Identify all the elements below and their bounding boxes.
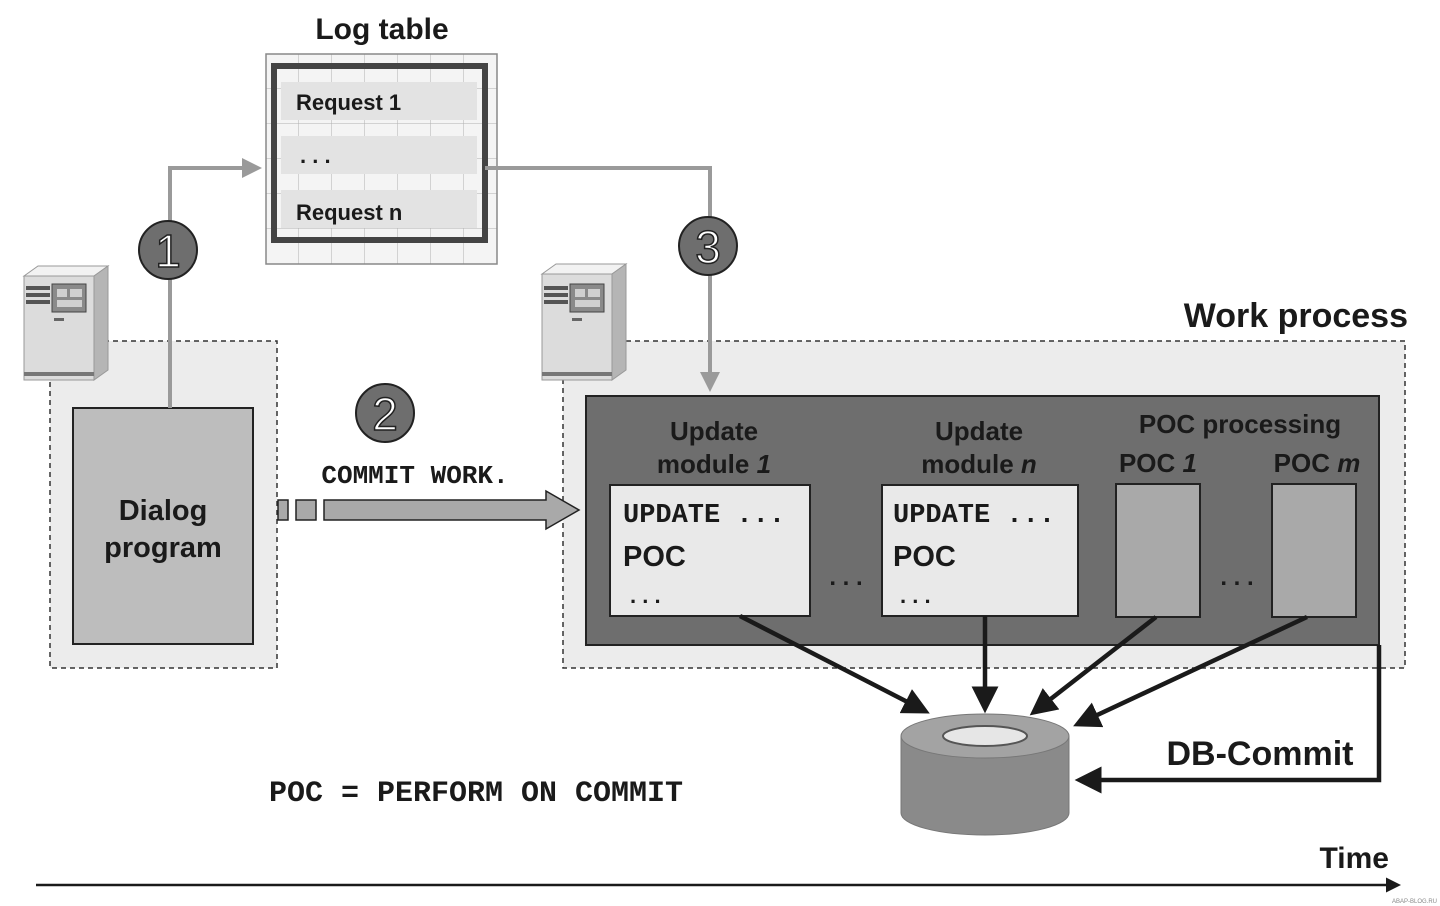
step-3-connector <box>485 166 720 392</box>
log-table-row-2-label: . . . <box>300 143 331 168</box>
db-arrow-module-1 <box>738 613 930 714</box>
log-table-row-3 <box>281 190 477 228</box>
commit-arrow <box>323 489 581 531</box>
update-module-n-code-3: . . . <box>900 583 931 608</box>
log-table-frame <box>271 63 488 243</box>
update-module-n-label: Update <box>935 416 1023 446</box>
watermark: ABAP-BLOG.RU <box>1392 899 1437 905</box>
log-table-row-3-label: Request n <box>296 200 402 225</box>
time-label: Time <box>1320 842 1389 875</box>
dialog-program-label-2: program <box>104 532 222 564</box>
dialog-program-box <box>72 407 254 645</box>
step-2-badge: 2 <box>355 383 415 443</box>
db-arrow-poc-m <box>1073 614 1308 728</box>
update-module-n-code-1: UPDATE ... <box>893 501 1055 531</box>
poc-definition: POC = PERFORM ON COMMIT <box>269 777 683 811</box>
database-icon <box>900 713 1070 836</box>
update-module-n-box <box>881 484 1079 617</box>
step-1-badge: 1 <box>138 220 198 280</box>
step-3-number: 3 <box>695 221 721 273</box>
server-icon <box>22 265 110 381</box>
poc-1-label: POC 1 <box>1119 448 1197 478</box>
log-table-row-1-label: Request 1 <box>296 90 401 115</box>
dialog-program-label-1: Dialog <box>119 495 208 527</box>
poc-processing-title: POC processing <box>1139 409 1341 439</box>
update-module-n-code-2: POC <box>893 541 956 573</box>
poc-m-box <box>1271 483 1357 618</box>
update-module-1-code-2: POC <box>623 541 686 573</box>
step-1-connector <box>168 158 262 408</box>
commit-work-label: COMMIT WORK. <box>321 461 508 491</box>
poc-m-label: POC m <box>1274 448 1361 478</box>
commit-arrow-dash-1 <box>277 499 289 521</box>
update-module-1-label: Update <box>670 416 758 446</box>
poc-1-box <box>1115 483 1201 618</box>
update-module-1-box <box>609 484 811 617</box>
server-icon <box>540 263 628 381</box>
db-commit-arrow <box>1074 645 1382 794</box>
log-table-row-1 <box>281 82 477 120</box>
step-1-number: 1 <box>155 225 181 277</box>
log-table-title: Log table <box>315 13 448 46</box>
update-module-1-code-3: . . . <box>630 583 661 608</box>
step-2-number: 2 <box>372 388 398 440</box>
db-arrow-poc-1 <box>1029 615 1158 716</box>
update-module-1-label-2: module 1 <box>657 449 771 479</box>
update-module-n-label-2: module n <box>921 449 1037 479</box>
work-process-title: Work process <box>1184 297 1408 335</box>
modules-ellipsis: . . . <box>829 564 862 591</box>
commit-arrow-dash-2 <box>295 499 317 521</box>
poc-ellipsis: . . . <box>1220 564 1253 591</box>
update-module-1-code-1: UPDATE ... <box>623 501 785 531</box>
db-commit-label: DB-Commit <box>1167 735 1354 773</box>
step-3-badge: 3 <box>678 216 738 276</box>
log-table-row-2 <box>281 136 477 174</box>
